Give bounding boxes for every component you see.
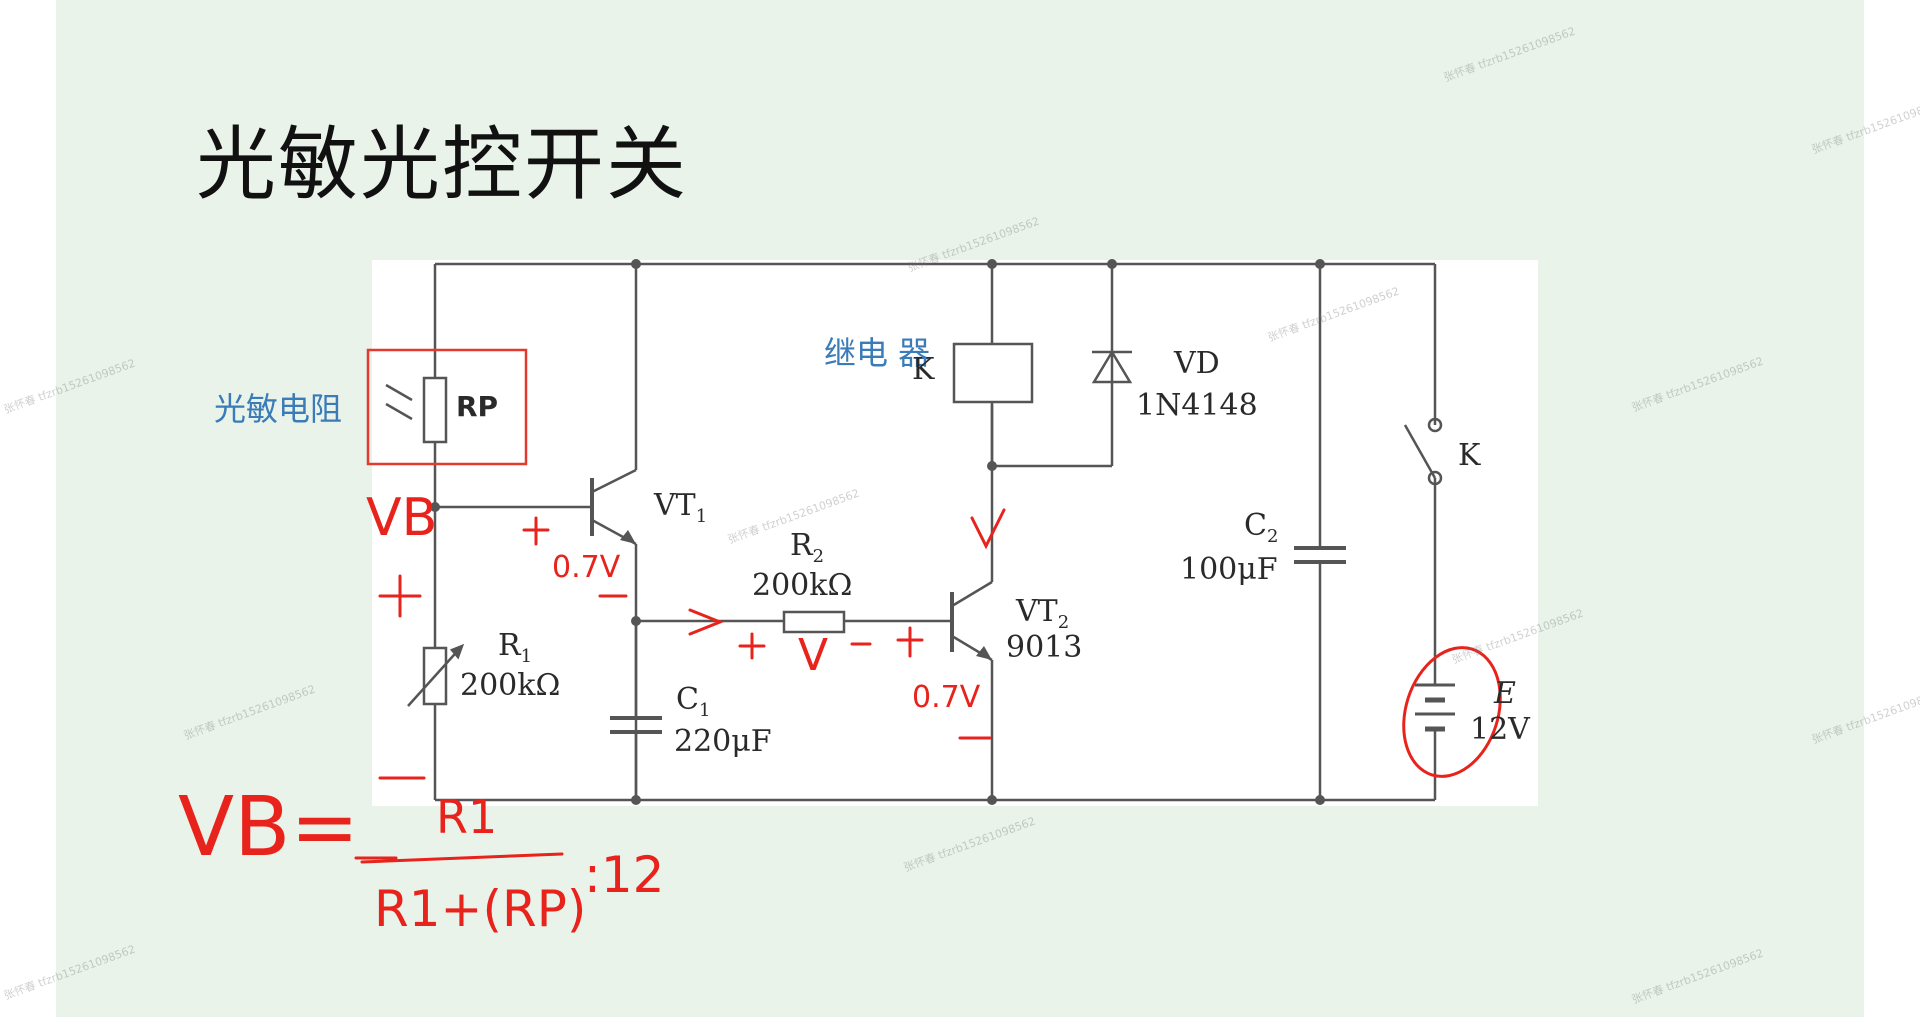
r1-arrowhead [449, 643, 465, 660]
plus-mark [378, 574, 422, 618]
switch-contact-top [1427, 417, 1443, 433]
arrow-mark [688, 608, 725, 636]
vt2-label: VT2 [1016, 594, 1070, 633]
r1-adjust-arrow [407, 645, 463, 707]
light-ray-1 [385, 383, 413, 402]
rp-highlight-box [366, 348, 528, 466]
r1-value: 200kΩ [460, 668, 561, 703]
slide-title: 光敏光控开关 [196, 118, 688, 211]
vt2-vbe-handwriting: 0.7V [912, 680, 981, 715]
junction-dot [987, 259, 997, 269]
r2-value: 200kΩ [752, 568, 853, 603]
battery-circle-mark [1402, 646, 1502, 778]
vb-handwriting: VB [366, 488, 438, 548]
junction-dot [631, 795, 641, 805]
vt1-collector-leg [591, 468, 637, 494]
photoresistor-annotation: 光敏电阻 [214, 390, 343, 428]
vt1-emitter-arrowhead [620, 530, 636, 544]
switch-k-label: K [1458, 438, 1481, 473]
formula-lhs: VB= [178, 780, 360, 875]
relay-k-label: K [912, 352, 935, 387]
r2-resistor [782, 610, 846, 634]
junction-dot [430, 502, 440, 512]
plus-mark [522, 516, 550, 546]
v-mark [970, 508, 1006, 550]
rp-resistor [422, 376, 448, 444]
c2-label: C2 [1244, 508, 1279, 547]
formula-multiplier: :12 [584, 846, 665, 904]
junction-dot [631, 616, 641, 626]
junction-dot [1107, 259, 1117, 269]
r1-resistor [422, 646, 448, 706]
junction-dot [987, 795, 997, 805]
formula-denominator: R1+(RP) [374, 880, 587, 938]
switch-lever [1403, 424, 1437, 479]
junction-dot [631, 259, 641, 269]
vt2-model: 9013 [1006, 630, 1083, 665]
junction-dot [1315, 795, 1325, 805]
fraction-bar [360, 852, 564, 864]
junction-dot [987, 461, 997, 471]
vt2-collector-leg [951, 580, 993, 608]
vt1-label: VT1 [654, 488, 708, 527]
r2-voltage-handwriting: V [798, 630, 829, 681]
c1-label: C1 [676, 682, 711, 721]
r1-label: R1 [498, 628, 533, 667]
relay-coil [952, 342, 1034, 404]
relay-annotation: 继电 器 [824, 334, 931, 372]
c2-value: 100μF [1180, 552, 1278, 587]
plus-mark [896, 626, 924, 658]
rp-label: RP [456, 390, 499, 423]
vb-formula: VB= [178, 780, 359, 875]
junction-dot [1315, 259, 1325, 269]
plus-mark [738, 632, 766, 660]
battery-e-label: E [1494, 676, 1516, 711]
r2-label: R2 [790, 528, 825, 567]
diode-body [1091, 349, 1133, 384]
battery-v-label: 12V [1470, 712, 1530, 747]
vd-model: 1N4148 [1136, 388, 1258, 423]
formula-numerator: R1 [436, 790, 498, 844]
c1-value: 220μF [674, 724, 772, 759]
light-ray-2 [385, 402, 413, 421]
vt2-emitter-arrowhead [976, 646, 992, 660]
vt1-vbe-handwriting: 0.7V [552, 550, 621, 585]
vd-label: VD [1174, 346, 1220, 381]
